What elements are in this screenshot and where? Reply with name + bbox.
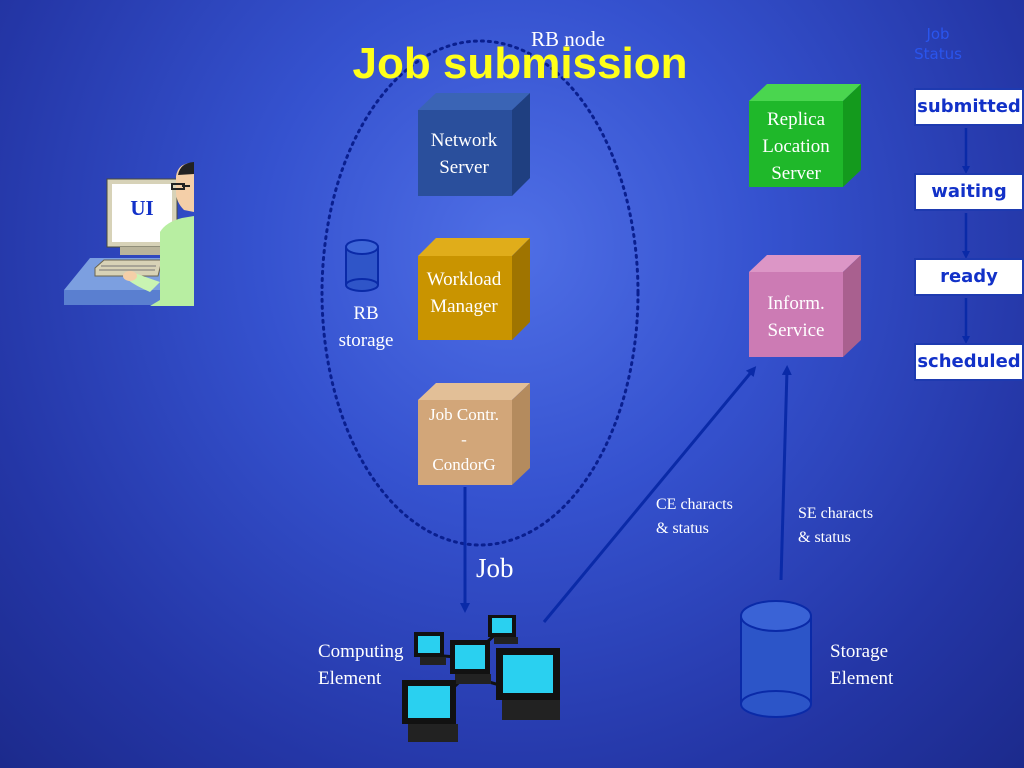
storage-element-line1: Storage [830,641,889,662]
job-controller-label: Job Contr. - CondorG [414,402,514,477]
ce-characts-label: CE characts & status [656,493,766,541]
network-server-line2: Server [439,157,489,178]
rb-storage-icon [345,239,379,292]
network-server-label: Network Server [414,127,514,181]
job-status-header-line1: Job [926,25,950,43]
job-arrow-label: Job [476,553,514,583]
job-controller-line1: Job Contr. [429,405,499,424]
inform-service-cube [749,255,861,357]
rb-storage-label: RB storage [316,300,416,354]
replica-location-line1: Replica [766,109,826,130]
rb-node-boundary [320,39,640,547]
ce-characts-line2: & status [656,520,709,537]
se-characts-line1: SE characts [798,505,874,522]
inform-service-line2: Service [767,320,825,341]
workload-manager-line2: Manager [430,296,498,317]
ce-characts-line1: CE characts [656,496,733,513]
computing-element-line2: Element [318,668,382,689]
status-submitted: submitted [914,88,1024,126]
user-workstation-icon [64,162,194,306]
inform-service-label: Inform. Service [746,290,846,344]
rb-storage-label-line1: RB [353,303,379,324]
workload-manager-cube [418,238,530,340]
replica-location-line2: Location [762,136,830,157]
job-controller-cube [418,383,530,485]
network-server-line1: Network [430,130,498,151]
computing-element-line1: Computing [318,641,404,662]
inform-service-line1: Inform. [767,293,825,314]
job-controller-line3: CondorG [432,455,496,474]
status-scheduled: scheduled [914,343,1024,381]
status-waiting: waiting [914,173,1024,211]
job-status-header-line2: Status [914,45,962,63]
workload-manager-line1: Workload [426,269,502,290]
computing-element-label: Computing Element [318,638,428,692]
ui-label: UI [130,196,154,220]
se-status-arrow [779,365,792,581]
computing-element-icon [402,615,560,742]
replica-location-line3: Server [771,163,821,184]
rb-node-label: RB node [530,27,606,51]
storage-element-line2: Element [830,668,894,689]
ce-status-arrow [542,366,757,623]
se-characts-label: SE characts & status [798,502,908,550]
replica-location-label: Replica Location Server [746,106,846,187]
workload-manager-label: Workload Manager [414,266,514,320]
slide-title: Job submission [352,39,688,88]
rb-storage-label-line2: storage [338,330,394,351]
job-status-header: Job Status [898,24,978,64]
replica-location-cube [749,84,861,187]
network-server-cube [418,93,530,196]
storage-element-icon [740,600,812,718]
job-controller-line2: - [461,430,467,449]
se-characts-line2: & status [798,529,851,546]
storage-element-label: Storage Element [830,638,940,692]
status-ready: ready [914,258,1024,296]
